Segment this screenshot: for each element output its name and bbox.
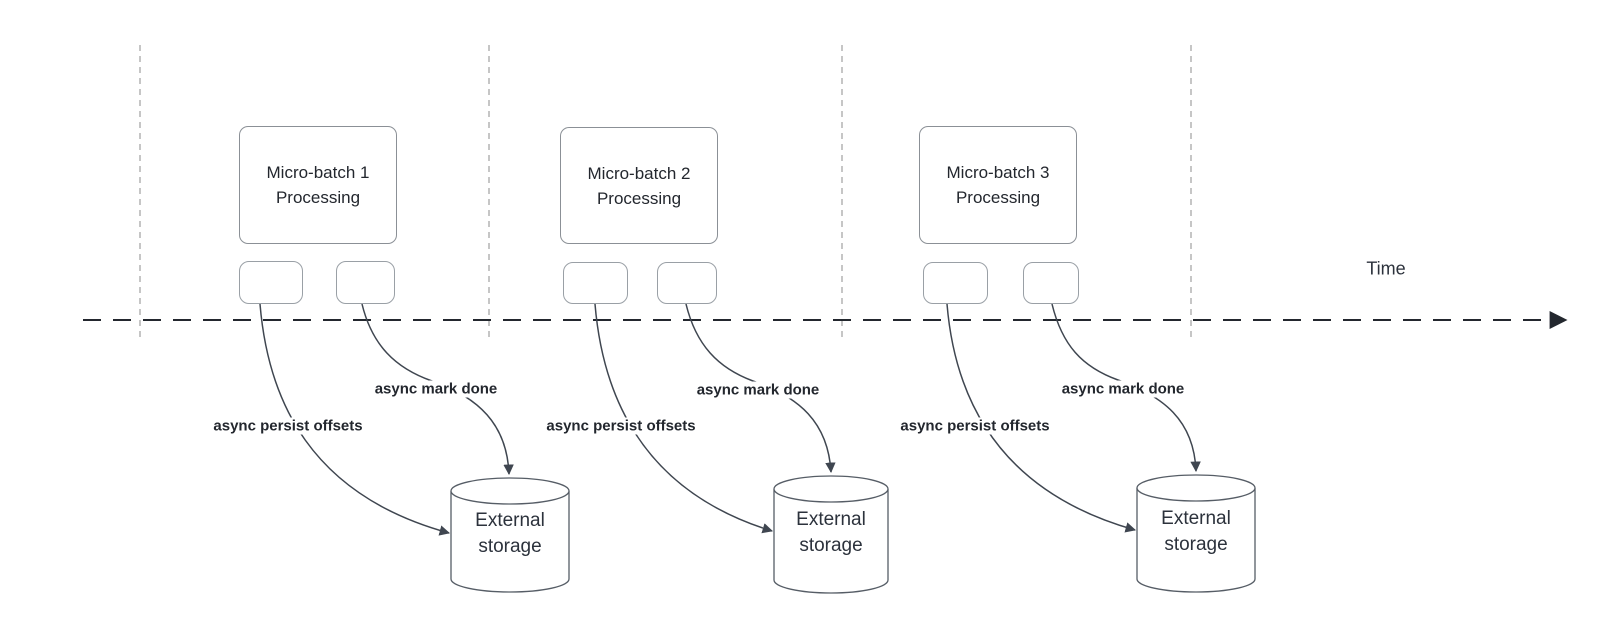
task-box-1-left — [239, 261, 303, 304]
micro-batch-3-label-line1: Micro-batch 3 — [946, 163, 1050, 182]
task-box-2-right — [657, 262, 717, 304]
external-storage-cylinder-2 — [773, 475, 889, 594]
persist-offsets-arrow-2 — [594, 303, 774, 534]
persist-offsets-arrow-1 — [259, 303, 451, 536]
micro-batch-2-label-line2: Processing — [596, 188, 682, 208]
micro-batch-3-label-line2: Processing — [955, 188, 1041, 207]
storage-label-3: External storage — [1161, 508, 1231, 555]
time-label: Time — [1366, 258, 1406, 279]
storage-label-1: External storage — [475, 510, 545, 557]
mark-done-label-2: async mark done — [693, 381, 823, 399]
task-box-2-left — [563, 262, 628, 304]
mark-done-arrow-2 — [685, 303, 836, 474]
persist-offsets-label-2: async persist offsets — [543, 417, 699, 435]
task-box-3-right — [1023, 262, 1079, 304]
task-box-1-right — [336, 261, 395, 304]
mark-done-label-1: async mark done — [371, 380, 501, 398]
persist-offsets-label-3: async persist offsets — [897, 417, 1053, 435]
micro-batch-1-box: Micro-batch 1 Processing — [239, 126, 397, 244]
mark-done-label-3: async mark done — [1058, 380, 1188, 398]
micro-batch-1-label-line1: Micro-batch 1 — [266, 163, 370, 182]
micro-batch-2-box: Micro-batch 2 Processing — [560, 127, 718, 244]
task-box-3-left — [923, 262, 988, 304]
mark-done-arrow-3 — [1051, 303, 1201, 473]
persist-offsets-arrow-3 — [946, 303, 1137, 533]
external-storage-cylinder-3 — [1136, 474, 1256, 593]
micro-batch-1-label-line2: Processing — [275, 188, 361, 207]
external-storage-cylinder-1 — [450, 477, 570, 593]
micro-batch-3-box: Micro-batch 3 Processing — [919, 126, 1077, 244]
storage-label-2: External storage — [796, 509, 866, 556]
micro-batch-2-label-line1: Micro-batch 2 — [587, 163, 691, 183]
persist-offsets-label-1: async persist offsets — [210, 417, 366, 435]
